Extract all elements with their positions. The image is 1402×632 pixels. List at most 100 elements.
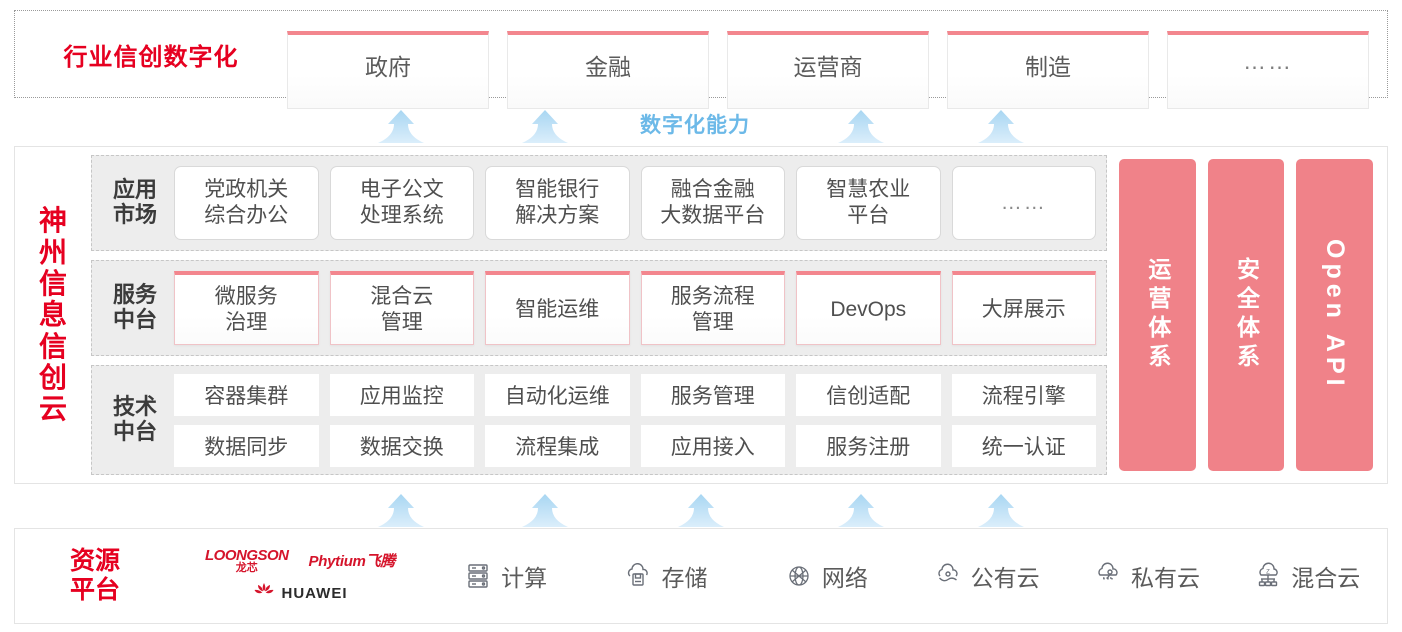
up-arrow-icon [978,110,1024,144]
resource-item-hybrid-cloud[interactable]: Z 混合云 [1227,559,1387,593]
cloud-title-char: 云 [38,393,67,425]
resource-panel-title: 资源 平台 [15,547,175,605]
cloud-title-char: 信 [38,330,67,362]
tech-card-automated-ops[interactable]: 自动化运维 [485,373,630,416]
tech-card-unified-auth[interactable]: 统一认证 [951,424,1096,467]
resource-item-label: 公有云 [970,565,1040,591]
up-arrow-icon [838,494,884,528]
service-card-process-mgmt[interactable]: 服务流程管理 [640,271,785,345]
tech-card-data-exchange[interactable]: 数据交换 [329,424,474,467]
app-card-smart-bank[interactable]: 智能银行解决方案 [485,166,630,240]
industry-box-more[interactable]: …… [1167,31,1369,109]
huawei-flower-icon [253,582,275,605]
sidebar-security-system[interactable]: 安全体系 [1207,159,1285,471]
tech-card-xinchuang-adaptation[interactable]: 信创适配 [796,373,941,416]
service-card-line: 服务流程 [670,284,755,308]
svg-text:Z: Z [1266,570,1270,576]
industry-band: 行业信创数字化 政府 金融 运营商 制造 …… [14,10,1388,109]
app-card-list: 党政机关综合办公 电子公文处理系统 智能银行解决方案 融合金融大数据平台 智慧农 [174,166,1096,240]
resource-item-private-cloud[interactable]: 私有云 [1066,559,1226,593]
resource-item-public-cloud[interactable]: 公有云 [906,559,1066,593]
tech-card-process-integration[interactable]: 流程集成 [485,424,630,467]
tech-card-app-monitoring[interactable]: 应用监控 [329,373,474,416]
private-cloud-icon [1093,561,1123,591]
service-card-microservice-governance[interactable]: 微服务治理 [174,271,319,345]
resource-arrow-strip-bottom [0,488,1402,528]
loongson-logo-subtext: 龙芯 [235,561,258,574]
app-card-govt-office[interactable]: 党政机关综合办公 [174,166,319,240]
industry-box-manufacturing[interactable]: 制造 [947,31,1149,109]
service-card-list: 微服务治理 混合云管理 智能运维 服务流程管理 DevOps 大屏展示 [174,271,1096,345]
sidebar-open-api[interactable]: Open API [1296,159,1374,471]
app-card-edoc-system[interactable]: 电子公文处理系统 [329,166,474,240]
up-arrow-icon [678,494,724,528]
sidebar-operations-system[interactable]: 运营体系 [1119,159,1196,471]
resource-item-label: 网络 [821,565,868,591]
industry-band-title: 行业信创数字化 [63,43,239,71]
tech-card-row: 数据同步 数据交换 流程集成 应用接入 服务注册 统一认证 [174,424,1096,467]
app-card-line: 智能银行 [515,178,600,202]
tier-label-line: 服务 [112,282,157,308]
capability-label: 数字化能力 [640,114,750,137]
app-card-line: 党政机关 [204,178,289,202]
tier-label-line: 中台 [112,419,157,444]
app-card-more[interactable]: …… [951,166,1096,240]
resource-item-compute[interactable]: 计算 [425,559,585,593]
up-arrow-icon [378,494,424,528]
service-card-devops[interactable]: DevOps [796,271,941,345]
cloud-panel: 神 州 信 息 信 创 云 应用 市场 党政机关综合办公 [14,146,1388,484]
cloud-title-char: 信 [38,267,67,299]
resource-title-line: 平台 [69,576,120,604]
service-card-smart-ops[interactable]: 智能运维 [485,271,630,345]
resource-item-label: 私有云 [1130,565,1200,591]
tech-card-row: 容器集群 应用监控 自动化运维 服务管理 信创适配 流程引擎 [174,373,1096,416]
capability-arrow-strip-top: 数字化能力 [0,104,1402,144]
tier-label-service-platform: 服务 中台 [96,283,174,332]
sidebar-column: 运营体系 安全体系 Open API [1119,155,1377,475]
app-card-line: 解决方案 [515,204,600,227]
tech-card-container-cluster[interactable]: 容器集群 [174,373,319,416]
loongson-logo-text: LOONGSON [205,546,289,564]
industry-box-operator[interactable]: 运营商 [727,31,929,109]
tech-card-service-mgmt[interactable]: 服务管理 [640,373,785,416]
service-card-line: 混合云 [370,284,434,308]
up-arrow-icon [838,110,884,144]
sidebar-label: 运营体系 [1144,257,1171,373]
server-icon [463,561,493,591]
resource-item-label: 混合云 [1291,565,1361,591]
resource-item-storage[interactable]: 存储 [585,559,745,593]
tier-service-platform: 服务 中台 微服务治理 混合云管理 智能运维 服务流程管理 [91,260,1107,356]
tech-card-grid: 容器集群 应用监控 自动化运维 服务管理 信创适配 流程引擎 数据同步 数据交换… [174,373,1096,467]
up-arrow-icon [522,494,568,528]
tier-label-app-market: 应用 市场 [96,178,174,227]
industry-box-finance[interactable]: 金融 [507,31,709,109]
service-card-line: 治理 [225,310,268,334]
service-card-line: 微服务 [214,284,278,308]
app-card-smart-agriculture[interactable]: 智慧农业平台 [796,166,941,240]
cloud-title-char: 息 [38,299,67,331]
tier-app-market: 应用 市场 党政机关综合办公 电子公文处理系统 智能银行解决方案 [91,155,1107,251]
cloud-title-char: 州 [38,236,67,268]
industry-box-government[interactable]: 政府 [287,31,489,109]
sidebar-label: 安全体系 [1233,257,1260,373]
tech-card-process-engine[interactable]: 流程引擎 [951,373,1096,416]
phytium-logo: Phytium飞腾 [308,553,396,570]
resource-item-network[interactable]: 网络 [746,559,906,593]
service-card-dashboard[interactable]: 大屏展示 [951,271,1096,345]
service-card-hybrid-cloud-mgmt[interactable]: 混合云管理 [329,271,474,345]
loongson-logo: LOONGSON 龙芯 [205,548,289,574]
app-card-finance-bigdata[interactable]: 融合金融大数据平台 [640,166,785,240]
app-card-line: 综合办公 [204,204,289,227]
app-card-line: 电子公文 [359,178,444,202]
tech-card-app-access[interactable]: 应用接入 [640,424,785,467]
tier-label-line: 市场 [112,202,157,227]
tech-card-data-sync[interactable]: 数据同步 [174,424,319,467]
sidebar-label: Open API [1321,239,1350,391]
tech-card-service-registry[interactable]: 服务注册 [796,424,941,467]
tier-column: 应用 市场 党政机关综合办公 电子公文处理系统 智能银行解决方案 [91,155,1107,475]
vendor-logo-row: LOONGSON 龙芯 Phytium飞腾 [205,548,395,574]
resource-title-line: 资源 [69,547,120,576]
cloud-title-char: 创 [38,362,67,394]
app-card-line: 智慧农业 [826,178,911,202]
